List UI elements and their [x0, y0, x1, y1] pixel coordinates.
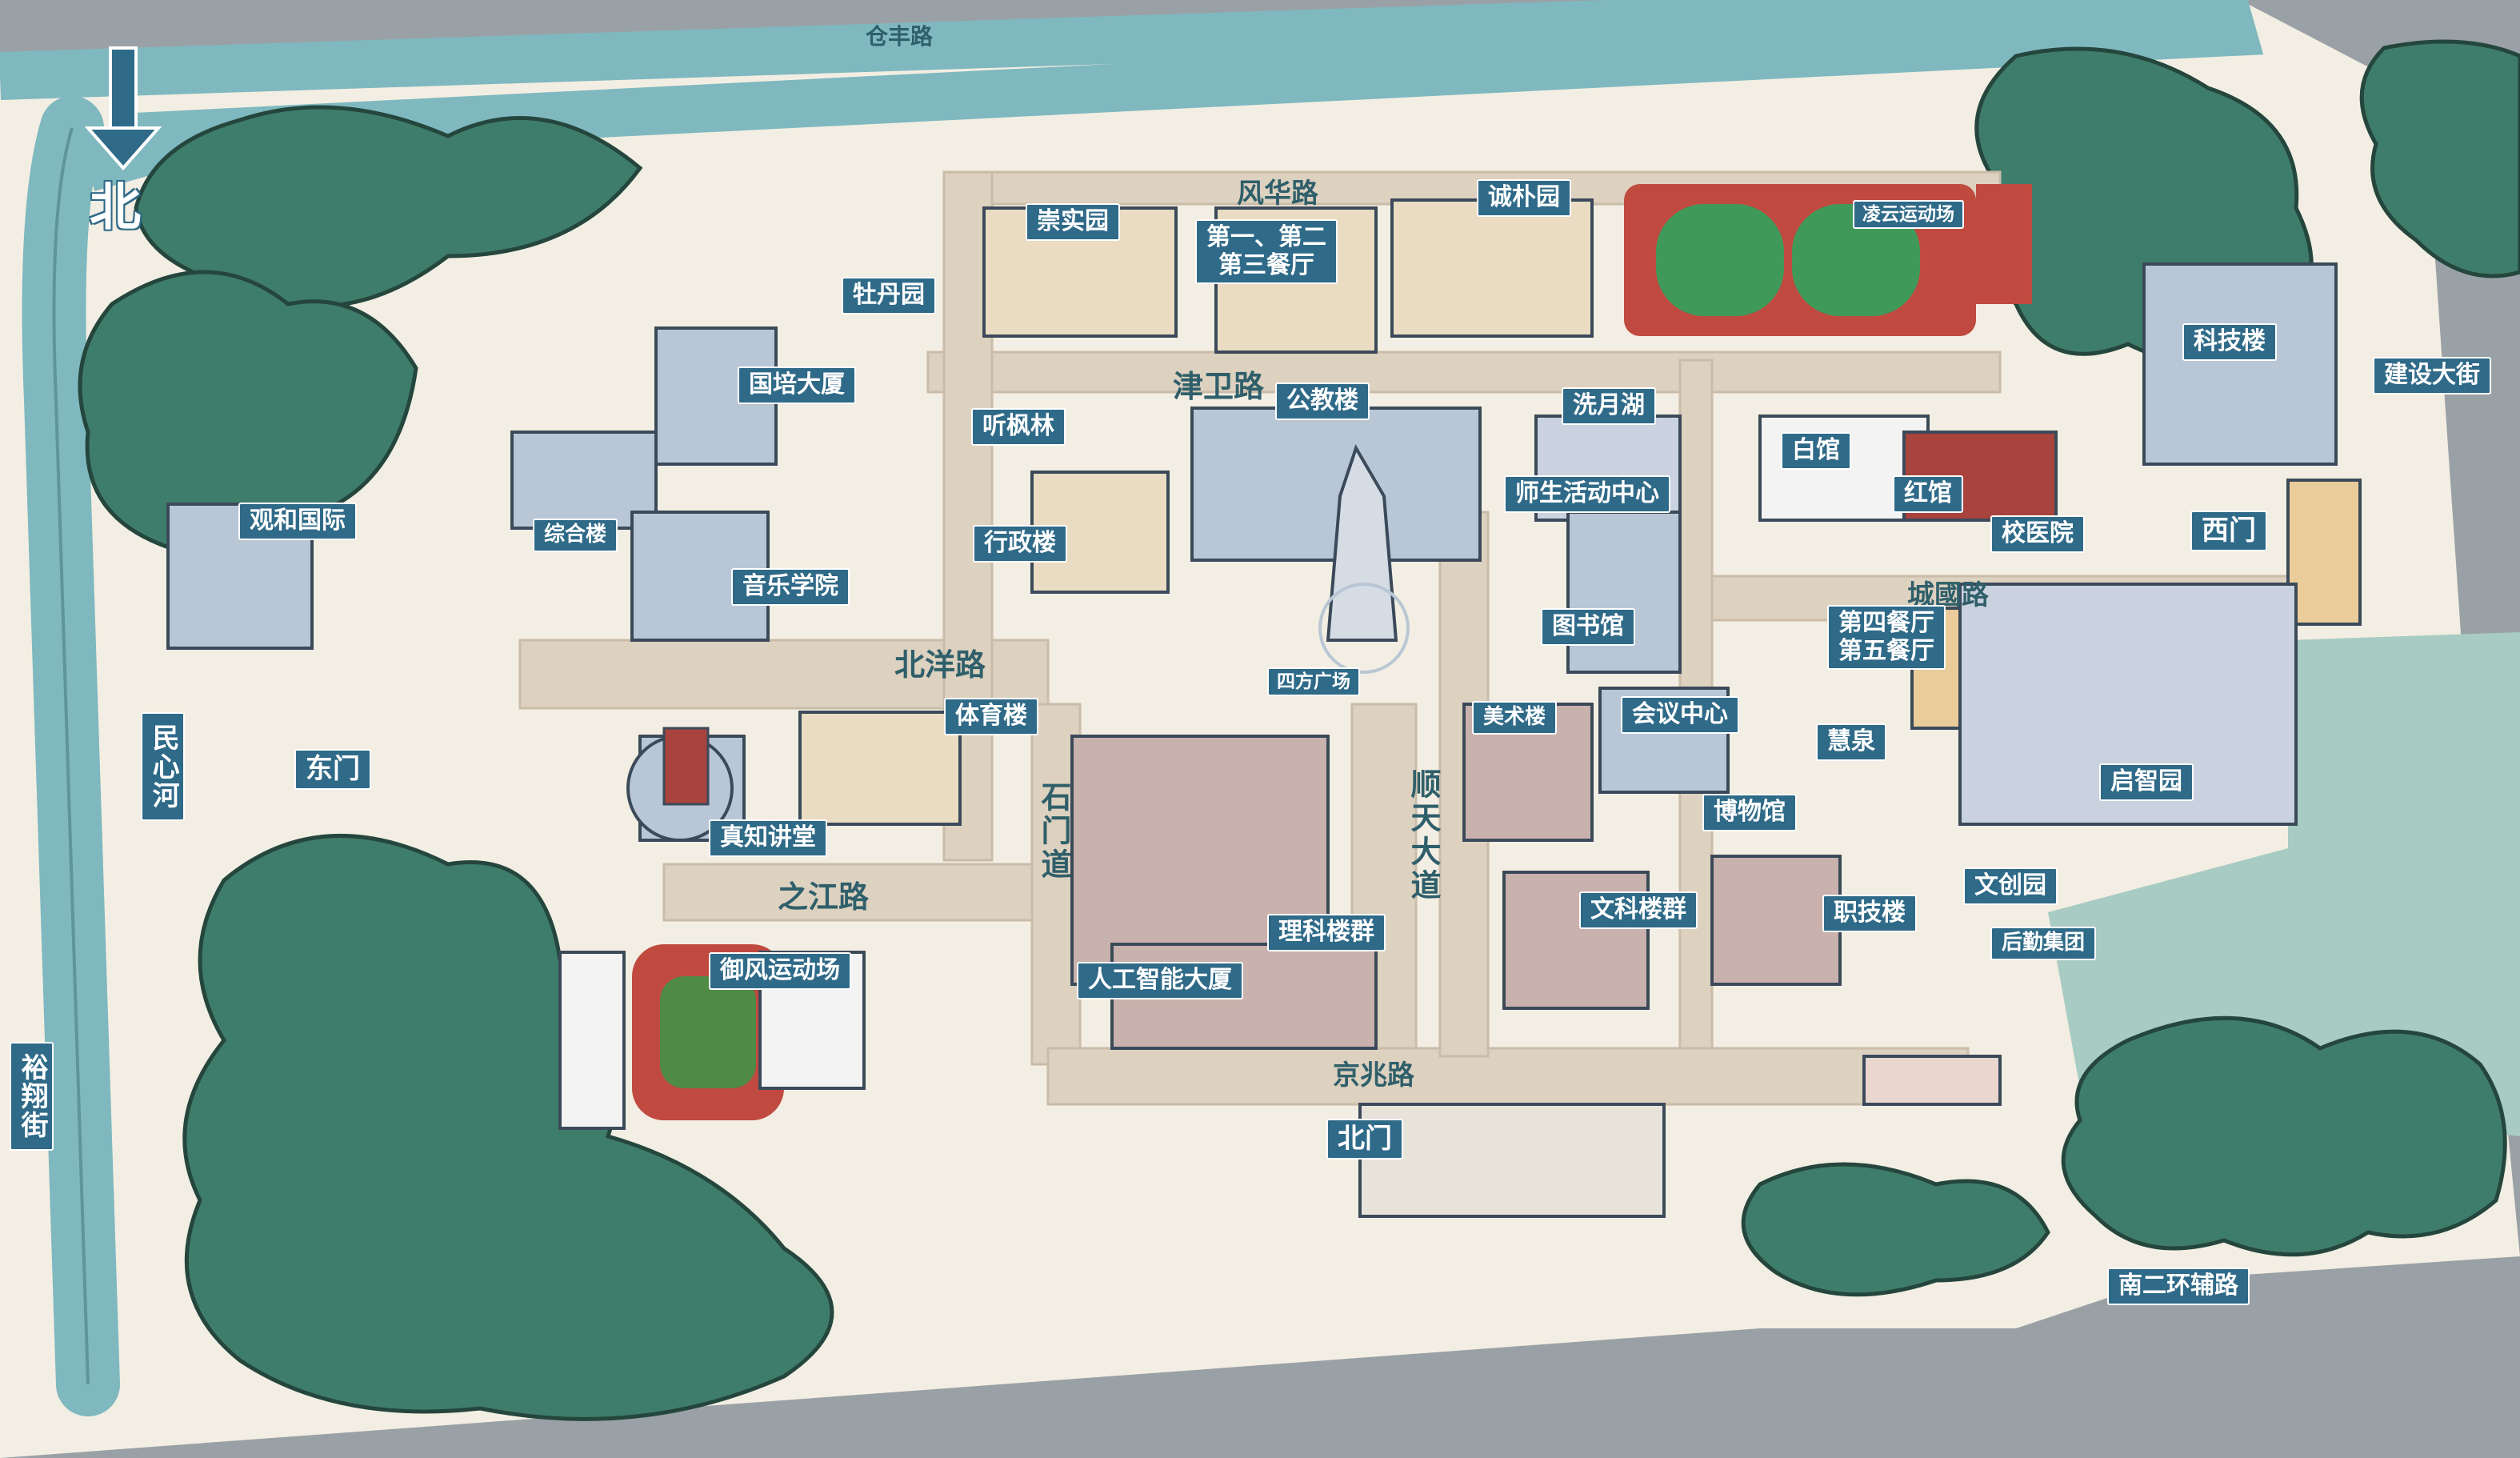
place-xiaoyiyuan[interactable]: 校医院: [1990, 515, 2085, 553]
gate-north[interactable]: 北门: [1326, 1119, 1403, 1160]
place-hongguan[interactable]: 红馆: [1893, 475, 1963, 513]
place-chongshi[interactable]: 崇实园: [1026, 203, 1120, 241]
road-jinwei: 津卫路: [1173, 369, 1265, 404]
place-meishu[interactable]: 美术楼: [1472, 701, 1558, 735]
place-zhiji[interactable]: 职技楼: [1822, 895, 1917, 932]
place-rengong[interactable]: 人工智能大厦: [1077, 962, 1243, 999]
place-guanhe[interactable]: 观和国际: [238, 503, 357, 540]
road-jingzhao: 京兆路: [1333, 1059, 1414, 1091]
place-wenchuang[interactable]: 文创园: [1963, 867, 2058, 905]
road-shuntian: 顺天大道: [1406, 768, 1441, 903]
trees: [78, 39, 2520, 1421]
place-huiyi[interactable]: 会议中心: [1621, 696, 1739, 734]
label-minxin-river: 民心河: [141, 712, 186, 821]
minxin-river: [22, 96, 120, 1416]
place-qizhi[interactable]: 启智园: [2099, 763, 2194, 801]
place-tiyu[interactable]: 体育楼: [944, 698, 1038, 735]
place-zonghe[interactable]: 综合楼: [533, 519, 618, 552]
place-yufeng-field[interactable]: 御风运动场: [709, 952, 851, 990]
place-tingfeng[interactable]: 听枫林: [971, 408, 1066, 446]
north-indicator: 北: [90, 178, 141, 238]
road-cangfeng: 仓丰路: [866, 23, 934, 50]
road-zhijiang: 之江路: [778, 879, 870, 915]
place-huiquan[interactable]: 慧泉: [1816, 723, 1886, 761]
road-shimen: 石门道: [1036, 781, 1071, 882]
place-shisheng[interactable]: 师生活动中心: [1504, 475, 1670, 513]
place-baiguan[interactable]: 白馆: [1781, 432, 1851, 470]
place-gongjiao[interactable]: 公教楼: [1275, 383, 1370, 420]
place-xingzheng[interactable]: 行政楼: [973, 525, 1067, 563]
place-sifang[interactable]: 四方广场: [1267, 667, 1360, 697]
place-tushuguan[interactable]: 图书馆: [1541, 608, 1635, 646]
label-jianshe-street: 建设大街: [2373, 357, 2491, 395]
clock-tower: [1326, 444, 1398, 642]
place-chengpu[interactable]: 诚朴园: [1477, 179, 1571, 217]
place-canteen-45[interactable]: 第四餐厅 第五餐厅: [1827, 605, 1946, 670]
road-beiyang: 北洋路: [894, 647, 986, 683]
place-houqin[interactable]: 后勤集团: [1990, 927, 2097, 960]
label-yuxiang-street: 裕翔街: [10, 1042, 54, 1151]
place-mudan[interactable]: 牡丹园: [842, 277, 936, 314]
pond-east: [2048, 632, 2520, 1136]
place-lingyun-field[interactable]: 凌云运动场: [1853, 200, 1964, 230]
place-guopei[interactable]: 国培大厦: [738, 367, 856, 404]
place-canteen-123[interactable]: 第一、第二 第三餐厅: [1195, 219, 1338, 284]
place-wenke[interactable]: 文科楼群: [1579, 891, 1698, 929]
road-fenghua: 风华路: [1237, 178, 1318, 210]
place-like[interactable]: 理科楼群: [1267, 914, 1386, 951]
lingyun-field: [1624, 184, 2032, 336]
gate-east[interactable]: 东门: [294, 749, 371, 791]
compass-arrow: [84, 46, 162, 171]
place-zhenzhi[interactable]: 真知讲堂: [709, 819, 827, 857]
place-xiyue[interactable]: 洗月湖: [1562, 387, 1656, 425]
label-nanerhuan-road: 南二环辅路: [2107, 1268, 2250, 1305]
place-keji[interactable]: 科技楼: [2182, 323, 2277, 361]
gate-west[interactable]: 西门: [2190, 511, 2267, 552]
place-yinyue[interactable]: 音乐学院: [731, 568, 850, 606]
place-bowuguan[interactable]: 博物馆: [1702, 794, 1797, 831]
